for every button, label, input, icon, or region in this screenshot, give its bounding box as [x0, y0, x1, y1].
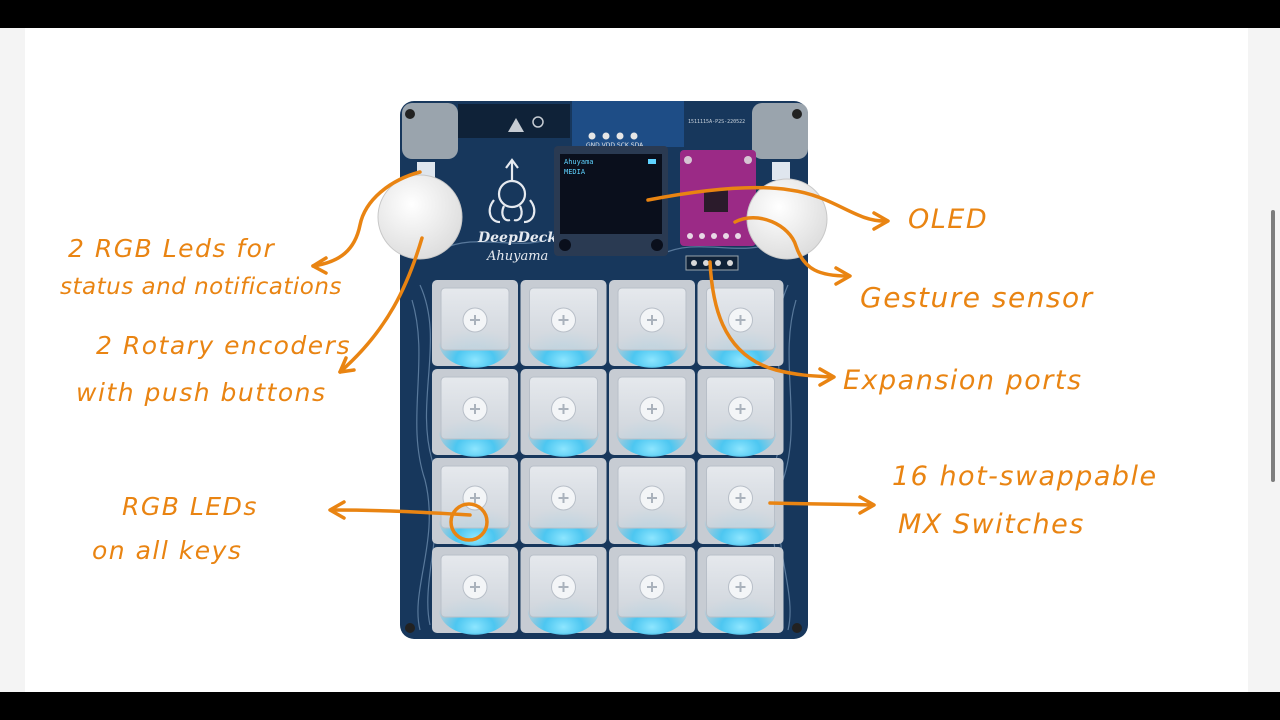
- label-expansion-ports: Expansion ports: [843, 365, 1083, 396]
- header-pin-labels: GND VDD SCK SDA: [586, 142, 644, 149]
- key-switch[interactable]: [520, 547, 607, 635]
- rotary-encoder-left[interactable]: [377, 174, 463, 260]
- key-switch[interactable]: [520, 369, 607, 457]
- status-led-right: [772, 162, 790, 180]
- arrow-rotary: [338, 236, 424, 374]
- key-switch[interactable]: [609, 280, 695, 368]
- label-switches-line-1: 16 hot-swappable: [892, 461, 1158, 492]
- label-rotary-line-1: 2 Rotary encoders: [96, 331, 351, 360]
- logo-subtitle: Ahuyama: [486, 249, 548, 264]
- arrowhead-rgb-status: [311, 256, 328, 275]
- arrowhead-gesture: [834, 266, 852, 286]
- arrow-oled: [646, 185, 888, 223]
- deepdeck-logo: DeepDeck Ahuyama: [477, 158, 557, 264]
- key-switch[interactable]: [432, 369, 518, 457]
- key-switch[interactable]: [432, 547, 518, 635]
- arrow-gesture: [733, 216, 850, 278]
- label-rotary-line-2: with push buttons: [76, 378, 327, 407]
- arrowhead-expansion: [818, 367, 836, 387]
- key-switch[interactable]: [697, 280, 784, 368]
- oled-line-1: Ahuyama: [564, 158, 594, 166]
- annotation-arrows: [311, 170, 890, 542]
- arrow-rgb-status: [311, 170, 422, 268]
- scrollbar[interactable]: [1271, 210, 1275, 482]
- key-grid: [432, 280, 784, 635]
- label-rgb-status-line-2: status and notifications: [60, 274, 342, 300]
- oled-line-2: MEDIA: [564, 168, 586, 176]
- label-rgb-keys-line-1: RGB LEDs: [122, 492, 258, 521]
- oled-display: Ahuyama MEDIA: [554, 146, 668, 256]
- label-gesture-sensor: Gesture sensor: [860, 281, 1094, 314]
- rgb-led-highlight-circle: [449, 502, 489, 542]
- label-oled: OLED: [908, 204, 989, 235]
- key-switch[interactable]: [609, 547, 695, 635]
- key-switch[interactable]: [432, 280, 518, 368]
- arrow-switches: [768, 501, 874, 507]
- expansion-port-header: [685, 255, 739, 271]
- board-code: 1511115A-P2S-220522: [688, 119, 745, 125]
- logo-name: DeepDeck: [477, 230, 557, 246]
- gesture-sensor-board: [680, 150, 756, 246]
- label-rgb-keys-line-2: on all keys: [92, 536, 243, 565]
- key-switch[interactable]: [697, 458, 784, 546]
- key-switch[interactable]: [520, 458, 607, 546]
- arrowhead-rgb-keys: [328, 500, 346, 520]
- label-switches-line-2: MX Switches: [898, 509, 1085, 540]
- key-switch[interactable]: [697, 369, 784, 457]
- key-switch[interactable]: [697, 547, 784, 635]
- arrowhead-oled: [872, 211, 890, 231]
- key-switch[interactable]: [609, 458, 695, 546]
- key-switch[interactable]: [432, 458, 518, 546]
- key-switch[interactable]: [609, 369, 695, 457]
- key-switch[interactable]: [520, 280, 607, 368]
- arrowhead-rotary: [338, 356, 356, 374]
- arrowhead-switches: [858, 495, 876, 515]
- arrow-expansion: [708, 260, 834, 379]
- label-rgb-status-line-1: 2 RGB Leds for: [68, 234, 276, 263]
